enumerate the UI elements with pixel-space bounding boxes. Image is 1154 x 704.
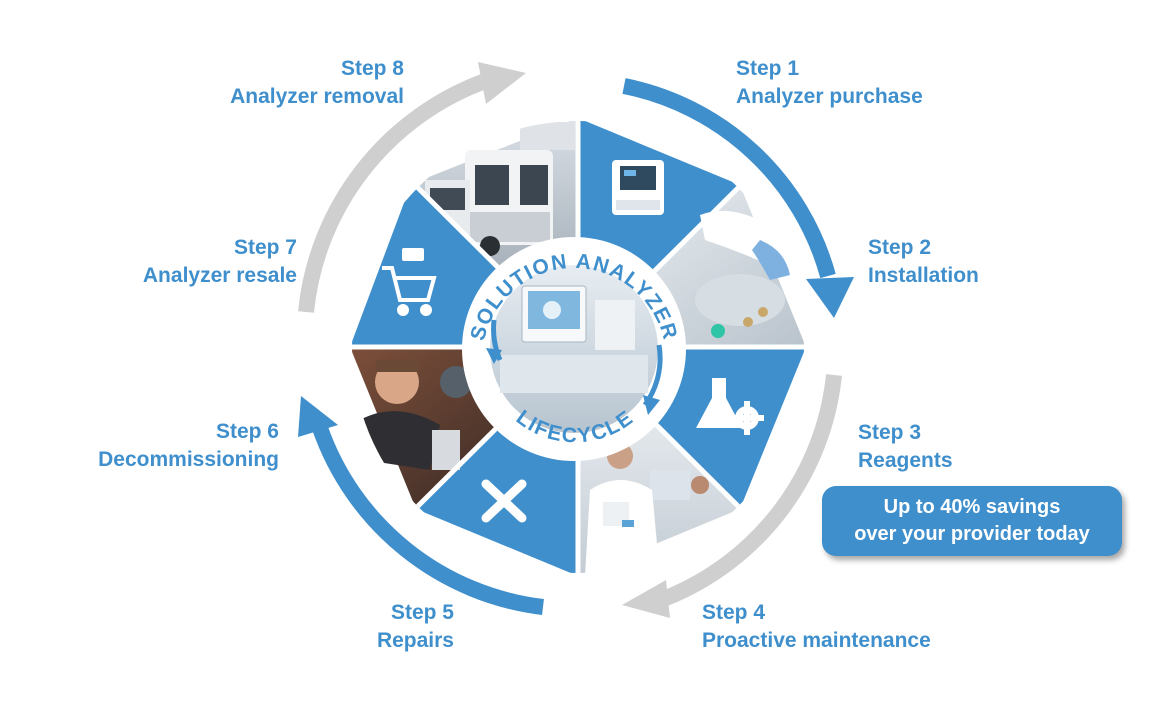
step-number: Step 2: [868, 236, 932, 259]
flask-gear-icon: [696, 378, 764, 435]
step-2-label: Step 2 Installation: [868, 234, 979, 290]
step-7-label: Step 7 Analyzer resale: [143, 234, 297, 290]
step-5-label: Step 5 Repairs: [377, 599, 454, 655]
arrow-step3-to-step4: [663, 374, 842, 606]
step-name: Proactive maintenance: [702, 629, 931, 652]
step-8-label: Step 8 Analyzer removal: [230, 55, 404, 111]
step-number: Step 8: [340, 57, 404, 80]
arrowhead-grey-top: [478, 62, 526, 104]
cycle-arrows: [298, 62, 854, 618]
step-name: Analyzer removal: [230, 85, 404, 108]
step-number: Step 6: [215, 420, 279, 443]
savings-line-1: Up to 40% savings: [883, 496, 1061, 518]
step-name: Reagents: [858, 449, 953, 472]
step-6-label: Step 6 Decommissioning: [98, 418, 279, 474]
step-number: Step 5: [390, 601, 454, 624]
step-name: Repairs: [376, 629, 454, 652]
step-number: Step 3: [858, 421, 922, 444]
savings-line-2: over your provider today: [854, 523, 1090, 545]
arrowhead-grey-bottom: [622, 580, 670, 618]
arrowhead-blue-left: [298, 396, 338, 437]
step-3-label: Step 3 Reagents: [858, 419, 953, 475]
step-number: Step 7: [233, 236, 297, 259]
step-number: Step 1: [736, 57, 800, 80]
savings-callout: Up to 40% savings over your provider tod…: [822, 486, 1122, 556]
center-hub: SOLUTION ANALYZER LIFECYCLE: [462, 237, 686, 461]
arrow-step5-to-step6: [312, 425, 544, 615]
arrow-step8-to-step1: [298, 72, 491, 313]
step-name: Installation: [868, 264, 979, 287]
step-name: Analyzer resale: [142, 264, 297, 287]
arrow-step1-to-step2: [622, 78, 836, 279]
wrench-screwdriver-icon: [481, 479, 527, 523]
arrowhead-blue-right: [806, 277, 854, 318]
step-4-label: Step 4 Proactive maintenance: [702, 599, 931, 655]
shopping-cart-icon: [382, 248, 437, 316]
step-name: Analyzer purchase: [736, 85, 923, 108]
step-1-label: Step 1 Analyzer purchase: [736, 55, 923, 111]
step-number: Step 4: [702, 601, 766, 624]
analyzer-device-icon: [612, 160, 664, 215]
step-name: Decommissioning: [98, 448, 279, 471]
